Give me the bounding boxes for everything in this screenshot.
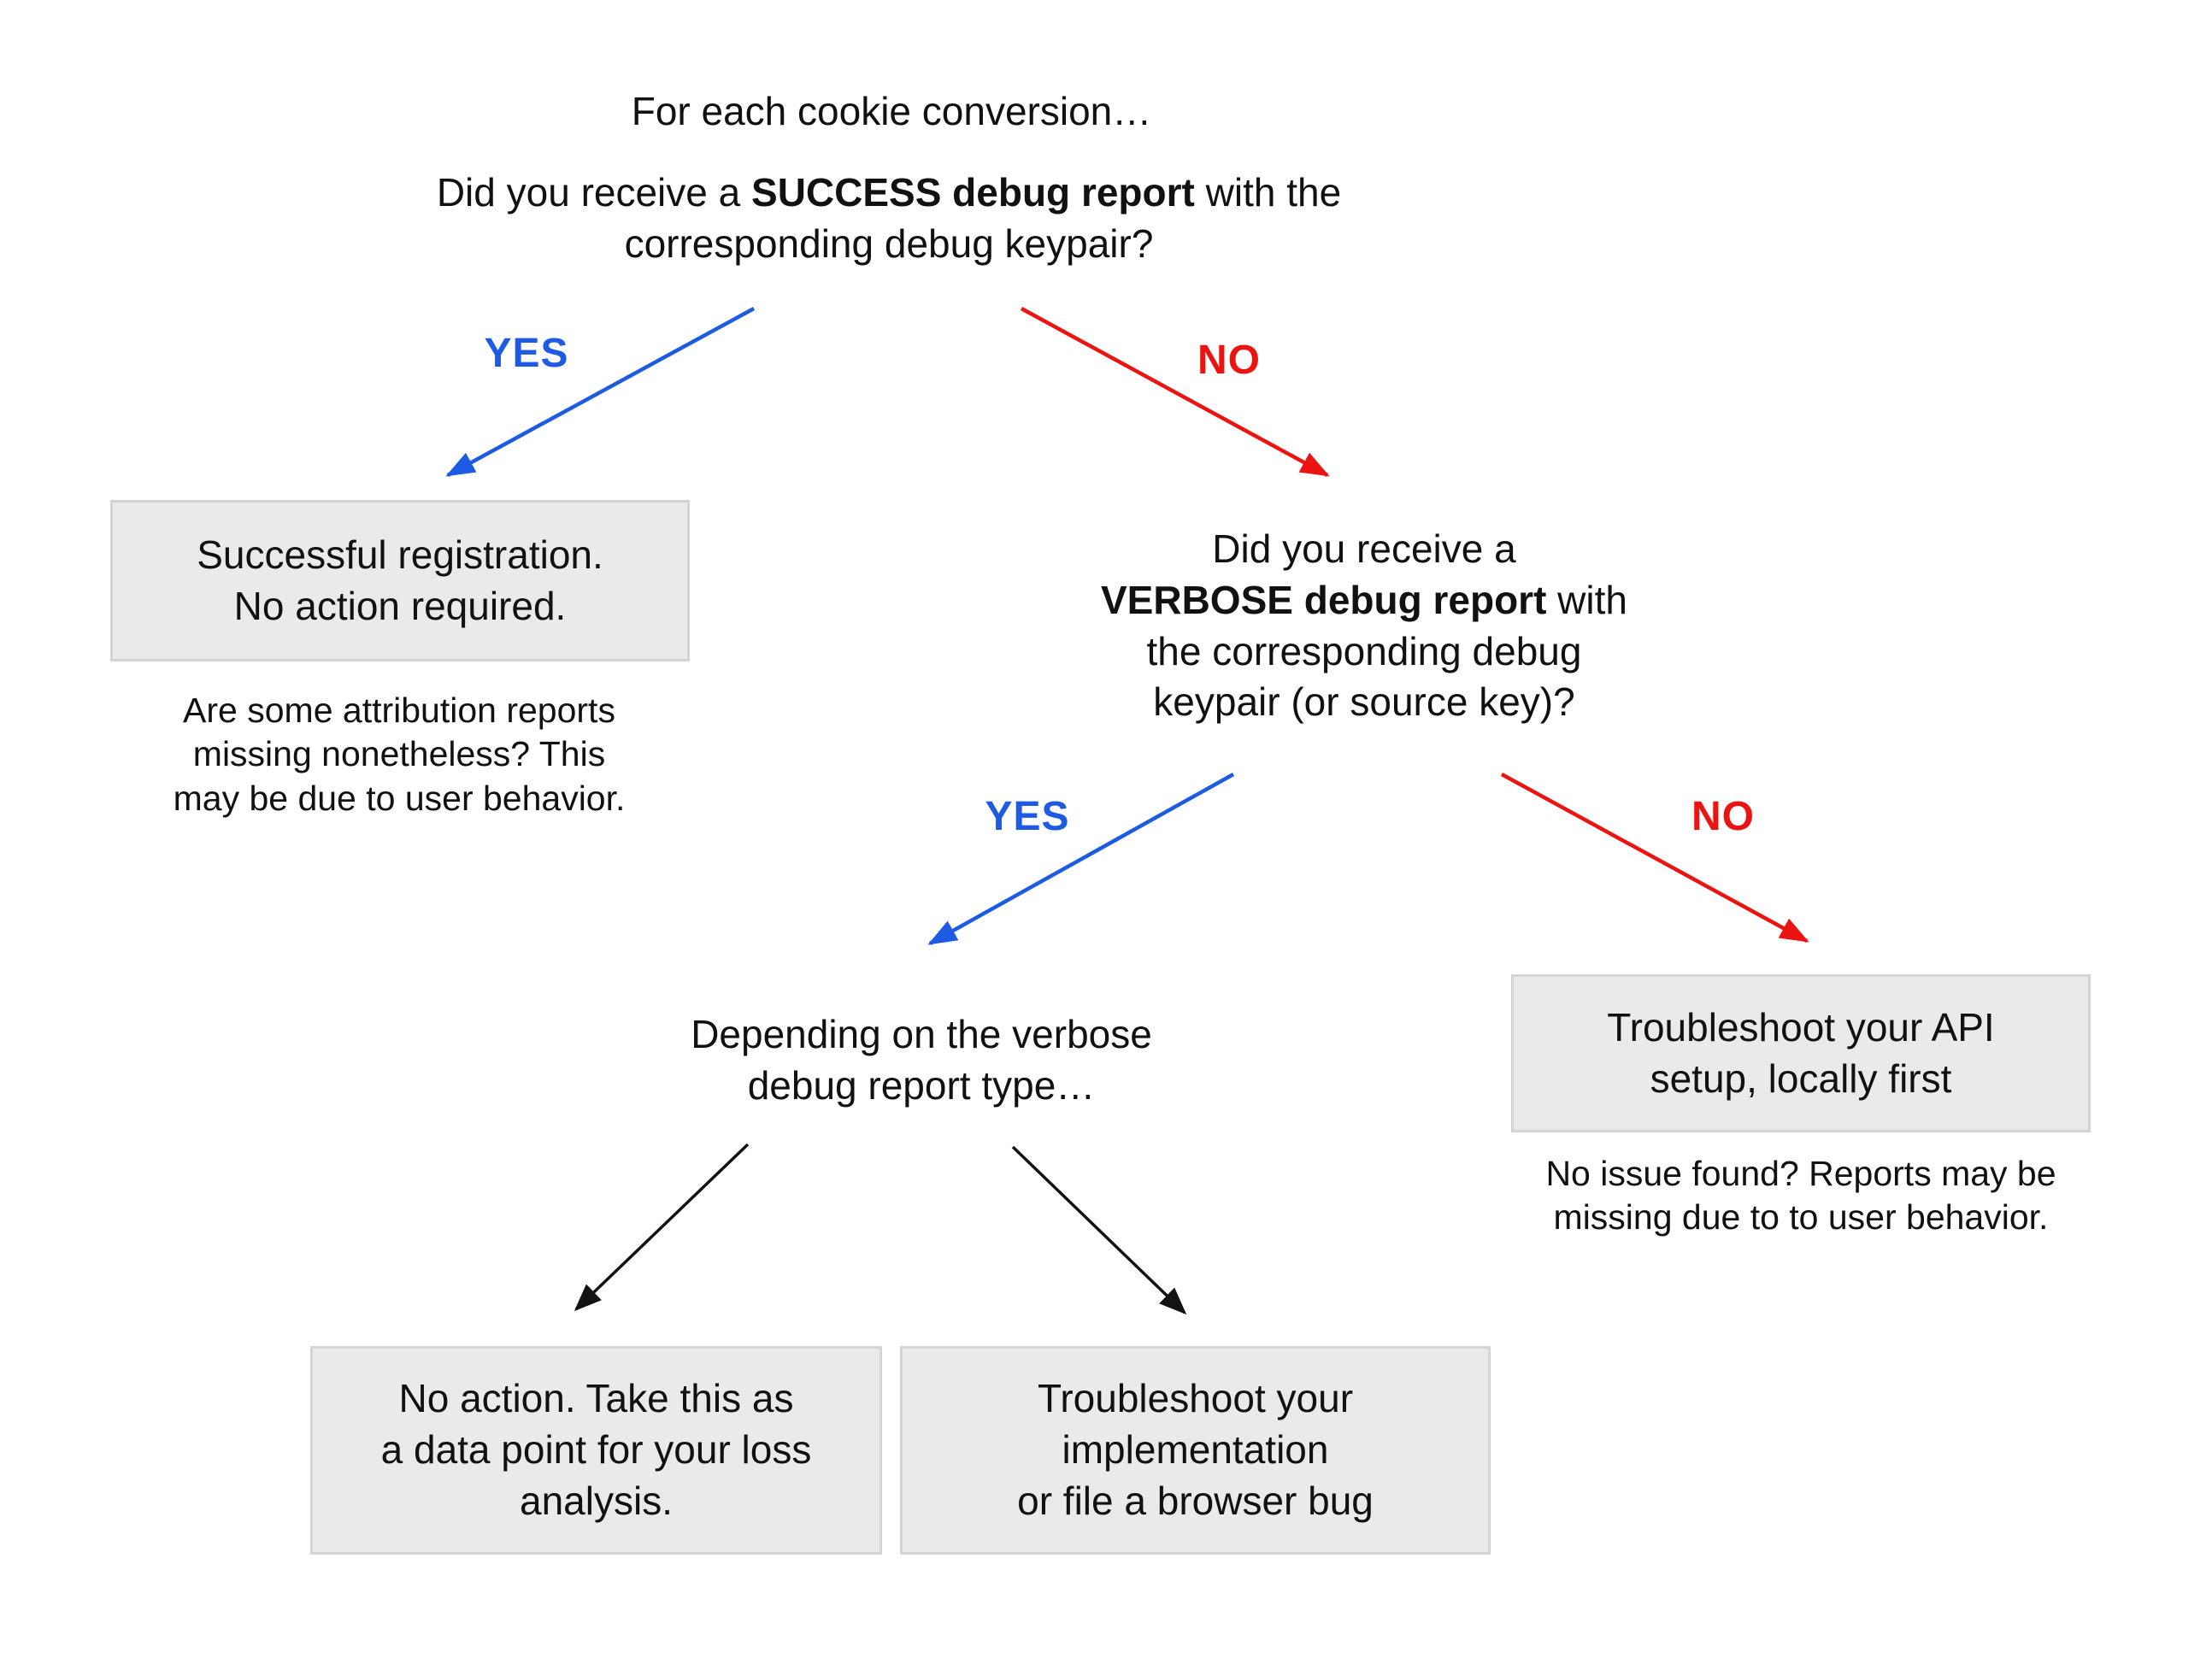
split-arrow-left [574, 1143, 750, 1312]
question-verbose: Did you receive a VERBOSE debug report w… [937, 524, 1791, 728]
question-verbose-bold: VERBOSE debug report [1101, 577, 1547, 622]
question-success: Did you receive a SUCCESS debug report w… [248, 168, 1530, 270]
note-api: No issue found? Reports may be missing d… [1545, 1154, 2056, 1238]
result-box-api-text: Troubleshoot your API setup, locally fir… [1607, 1004, 1995, 1101]
diagram-title: For each cookie conversion… [631, 89, 1152, 133]
no-label-level1: NO [1197, 338, 1261, 383]
result-box-implementation-text: Troubleshoot your implementation or file… [1017, 1376, 1374, 1523]
no-label-level2: NO [1691, 794, 1755, 839]
yes-label-level1: YES [484, 331, 569, 376]
note-success: Are some attribution reports missing non… [173, 691, 626, 818]
result-box-loss: No action. Take this as a data point for… [310, 1346, 882, 1555]
result-box-implementation: Troubleshoot your implementation or file… [900, 1346, 1491, 1555]
no-arrow-level2 [1500, 773, 1809, 943]
question-success-prefix: Did you receive a [436, 170, 752, 215]
question-success-bold: SUCCESS debug report [751, 170, 1195, 215]
yes-label-level2: YES [985, 794, 1070, 839]
yes-arrow-level1 [445, 307, 756, 477]
question-verbose-suffix: with the corresponding debug keypair (or… [1146, 577, 1627, 725]
split-arrow-right [1011, 1145, 1187, 1315]
result-box-success: Successful registration. No action requi… [110, 500, 690, 661]
no-arrow-level1 [1020, 307, 1330, 477]
question-success-suffix: with the corresponding debug keypair? [624, 170, 1342, 266]
question-verbose-prefix: Did you receive a [1212, 526, 1516, 571]
result-box-loss-text: No action. Take this as a data point for… [380, 1376, 812, 1523]
result-box-success-text: Successful registration. No action requi… [197, 532, 603, 628]
yes-arrow-level2 [927, 773, 1235, 945]
verbose-split-text: Depending on the verbose debug report ty… [691, 1012, 1152, 1108]
result-box-api: Troubleshoot your API setup, locally fir… [1511, 974, 2091, 1132]
